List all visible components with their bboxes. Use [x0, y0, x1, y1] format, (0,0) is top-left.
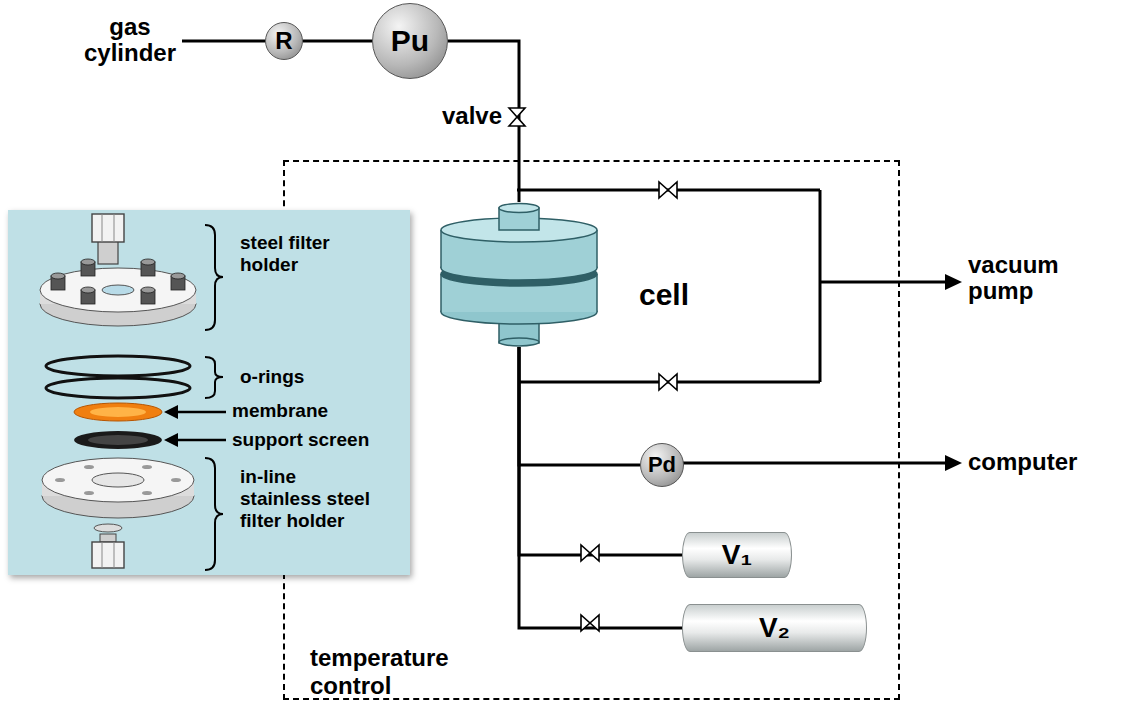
volume-cylinder: V₁	[682, 532, 792, 578]
bolt-hole	[84, 465, 94, 469]
hex-facet	[114, 214, 115, 242]
bracket	[205, 357, 223, 398]
flange	[42, 458, 194, 502]
arrow-head	[945, 274, 962, 290]
o-ring	[46, 378, 190, 398]
pipe-connector	[303, 40, 372, 43]
pipe-connector	[519, 347, 682, 628]
hex-nut	[92, 214, 124, 242]
bracket	[205, 225, 223, 330]
hex-nut	[92, 542, 124, 568]
brackets	[205, 225, 223, 570]
gauge-circle: Pu	[372, 3, 448, 79]
valve-symbol	[581, 615, 599, 631]
node-label: cell	[639, 278, 689, 313]
text-label: valve	[442, 103, 502, 129]
valve-symbols	[509, 108, 677, 631]
part-label: o-rings	[240, 366, 304, 388]
text-label: vacuum pump	[968, 252, 1093, 305]
pointer-head	[164, 433, 178, 447]
support-screen-disc	[74, 431, 162, 449]
bracket	[205, 458, 223, 570]
valve-symbol	[659, 182, 677, 198]
part-label: in-line stainless steel filter holder	[240, 466, 376, 532]
bolt-hole	[55, 478, 65, 482]
pointer-line	[176, 439, 226, 442]
bolt	[81, 287, 95, 293]
bolt	[141, 259, 155, 265]
membrane-disc	[74, 403, 162, 421]
bolt-holes	[55, 465, 181, 495]
permeation-cell: cell	[439, 202, 599, 347]
node-label: Pd	[648, 452, 676, 477]
volume-cylinder: V₂	[682, 604, 867, 652]
vacuum-pipe	[819, 190, 822, 382]
bolt	[81, 259, 95, 265]
bolt-hole	[142, 491, 152, 495]
vacuum-arrow-line	[820, 281, 948, 284]
support-screen-disc	[88, 435, 148, 445]
text-label: computer	[968, 449, 1077, 475]
washer	[94, 524, 122, 532]
hex-facet	[102, 214, 103, 242]
membrane-disc	[90, 407, 146, 417]
inset-panel: steel filter holder o-rings membrane suppor…	[8, 210, 410, 575]
cell-outlet	[499, 338, 539, 346]
bolt-hole	[84, 491, 94, 495]
exploded-view	[40, 214, 226, 570]
valve-symbol	[659, 374, 677, 390]
valve-symbol	[581, 545, 599, 561]
pointer-line	[176, 411, 226, 414]
node-label: R	[275, 27, 292, 55]
part-label: membrane	[232, 400, 328, 422]
flange-seat	[92, 473, 144, 487]
cell-disc	[440, 230, 442, 268]
node-label: Pu	[391, 24, 429, 59]
text-label: gas cylinder	[75, 14, 185, 67]
hex-facet	[102, 542, 103, 568]
bolts	[51, 259, 185, 304]
bolt	[171, 273, 185, 279]
bolt-hole	[171, 478, 181, 482]
fitting-neck	[100, 534, 116, 542]
part-label: support screen	[232, 429, 369, 451]
bolt-hole	[142, 465, 152, 469]
filter-holder-illustration	[8, 210, 410, 575]
bolt	[141, 287, 155, 293]
cell-inlet	[499, 204, 539, 213]
cell-disc	[440, 274, 442, 312]
node-label: V₁	[722, 539, 752, 571]
pipe-connector	[519, 347, 640, 465]
cell-disc	[596, 230, 598, 268]
gas-pipe	[182, 40, 265, 43]
o-ring	[46, 356, 190, 376]
cell-shape	[439, 202, 599, 347]
flange-hole	[102, 285, 134, 295]
part-label: steel filter holder	[240, 232, 376, 276]
arrow-head	[945, 455, 962, 471]
cell-disc	[596, 274, 598, 312]
bolt	[51, 273, 65, 279]
fitting-neck	[98, 240, 118, 264]
cell-body	[441, 204, 597, 347]
node-label: temperature control	[310, 644, 480, 699]
gauge-circle: R	[265, 22, 303, 60]
hex-facet	[114, 542, 115, 568]
signal-arrow-line	[682, 462, 948, 465]
gauge-circle: Pd	[640, 443, 684, 487]
pointer-head	[164, 405, 178, 419]
flange	[40, 268, 196, 312]
valve-symbol	[509, 108, 525, 126]
node-label: V₂	[759, 612, 790, 644]
